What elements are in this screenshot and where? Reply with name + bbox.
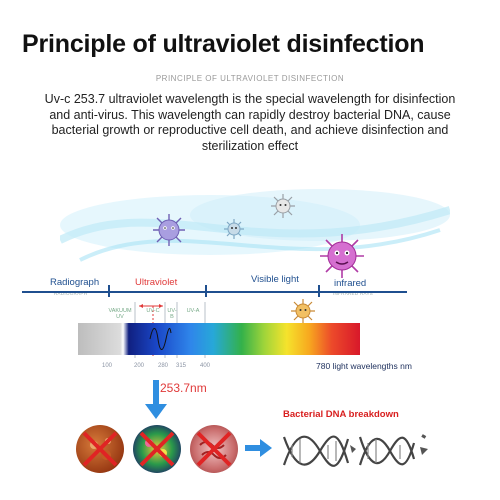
sub-band-uvc: UV-C [146,308,160,314]
sub-band-vacuum-uv: VAKUUM UV [108,308,132,320]
sub-band-uva: UV-A [186,308,200,314]
band-ultraviolet-label: Ultraviolet [135,277,178,288]
bacteria-crossed-icon [190,425,238,473]
virus-icon [320,234,364,278]
virus-icon [291,299,315,323]
virus-icon [224,219,244,239]
wavelength-label: 400 [200,363,211,369]
page-title: Principle of ultraviolet disinfection [22,30,425,58]
axis-tick [108,285,110,297]
wavelength-label: 280 [158,363,169,369]
band-infrared-label: infrared [334,278,367,289]
spectrum-axis [22,291,407,293]
band-visible-label: Visible light [251,274,299,285]
bacteria-crossed-icon [76,425,124,473]
band-radiograph-sublabel: RADIOGRAPH [54,291,88,296]
uvc-waveform [149,328,172,350]
dna-broken-icon [282,434,428,467]
virus-icon [271,194,295,218]
band-radiograph-label: Radiograph [50,277,100,288]
right-arrow-icon [245,439,272,457]
axis-tick [205,285,207,297]
wavelength-label: 315 [176,363,187,369]
sub-band-uvb: UV- B [167,308,177,320]
band-infrared-sublabel: INFRARED RAYS [333,291,374,296]
page-subtitle: PRINCIPLE OF ULTRAVIOLET DISINFECTION [155,74,345,83]
visible-end-label: 780 light wavelengths nm [316,361,412,371]
bacteria-crossed-icon [133,425,181,473]
wavelength-label: 100 [102,363,113,369]
dna-breakdown-label: Bacterial DNA breakdown [283,409,399,420]
light-streaks-decoration [60,189,450,262]
description: Uv-c 253.7 ultraviolet wavelength is the… [44,92,456,153]
highlight-wavelength: 253.7nm [160,381,207,395]
spectrum-bar [78,323,360,355]
wavelength-label: 200 [134,363,145,369]
axis-tick [318,285,320,297]
down-arrow-icon [145,380,167,419]
virus-icon [153,214,185,246]
